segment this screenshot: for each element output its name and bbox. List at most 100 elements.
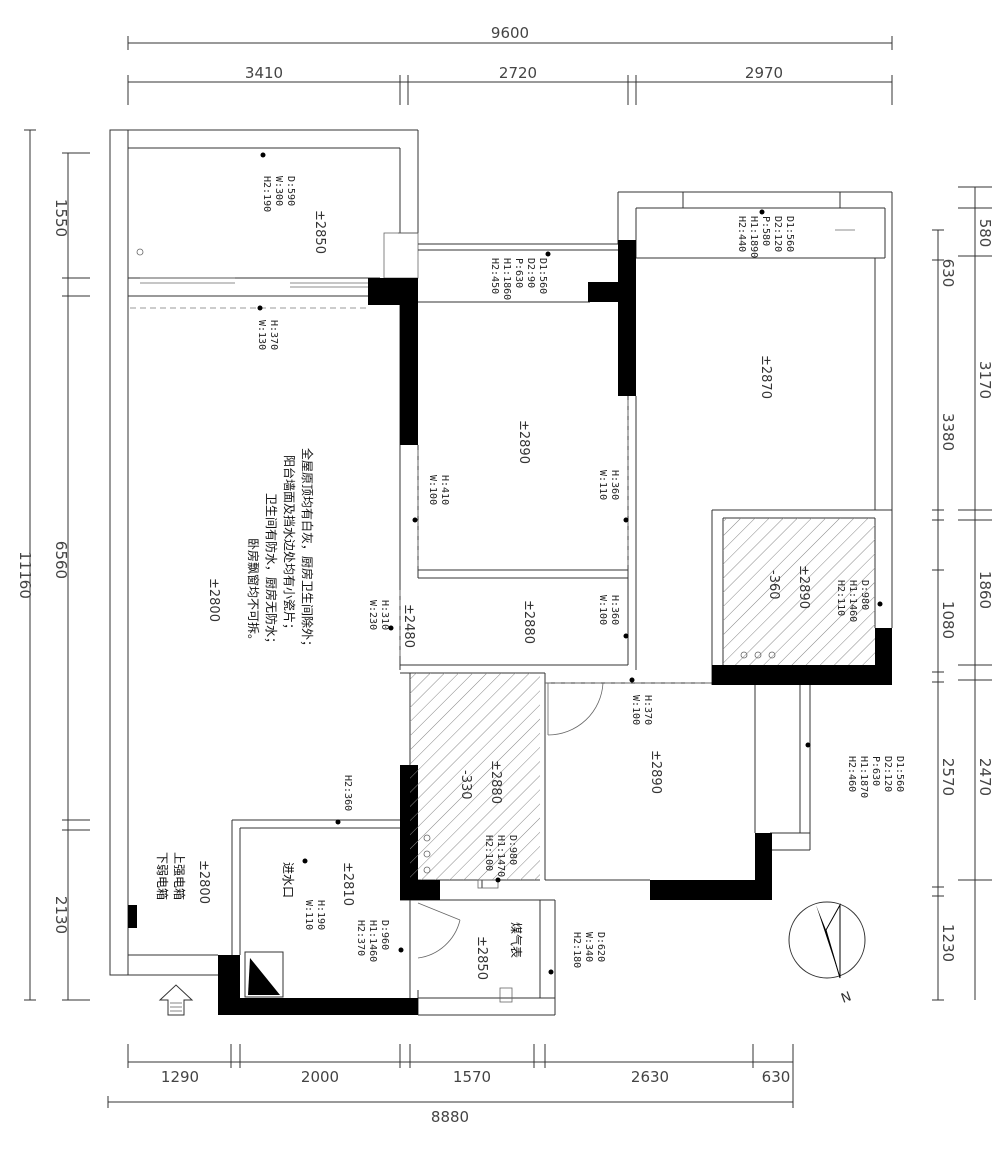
svg-text:H2:190: H2:190 (261, 176, 272, 212)
dim-bottom-2: 2000 (301, 1068, 339, 1086)
dim-right-outer-2: 3380 (939, 413, 957, 451)
svg-text:H:190: H:190 (315, 900, 326, 930)
svg-text:D:620: D:620 (595, 932, 606, 962)
note-line-3: 卫生间有防水，厨房无防水； (264, 493, 279, 649)
elev-living: ±2800 (206, 578, 221, 622)
dim-bottom-3: 1570 (453, 1068, 491, 1086)
dim-top-1: 3410 (245, 64, 283, 82)
elev-bath-center-drop: -330 (458, 770, 473, 800)
general-notes: 全屋原顶均有白灰，厨房卫生间除外； 阳台墙面及挡水边处均有小瓷片； 卫生间有防水… (246, 448, 315, 652)
dim-right-inner-4: 2470 (976, 758, 994, 796)
ann-bath-center-window: D:980 H1:1470 H2:100 (483, 835, 518, 877)
dim-right-outer-3: 1080 (939, 601, 957, 639)
svg-text:D2:90: D2:90 (525, 258, 536, 288)
note-line-4: 卧房飘窗均不可拆。 (246, 538, 261, 646)
svg-text:H1:1460: H1:1460 (847, 580, 858, 622)
elev-bedroom-center: ±2890 (516, 420, 531, 464)
bath-right-hatch (723, 518, 875, 665)
elev-entry-small: ±2850 (474, 936, 489, 980)
ann-door-left-a: H:410 W:100 (427, 475, 450, 505)
water-inlet-label: 进水口 (281, 862, 295, 898)
svg-text:H1:1870: H1:1870 (858, 756, 869, 798)
dim-right-inner-3: 1860 (976, 571, 994, 609)
svg-text:H:370: H:370 (268, 320, 279, 350)
svg-text:W:110: W:110 (597, 470, 608, 500)
dim-right-inner-2: 3170 (976, 361, 994, 399)
svg-text:W:230: W:230 (367, 600, 378, 630)
note-line-2: 阳台墙面及挡水边处均有小瓷片； (282, 455, 297, 635)
wall-outlines (109, 129, 893, 1016)
weak-box-label: 下弱电箱 (155, 852, 170, 900)
dim-left-total: 11160 (16, 551, 34, 599)
dim-bottom-total: 8880 (431, 1108, 469, 1126)
svg-text:H:310: H:310 (379, 600, 390, 630)
svg-text:W:100: W:100 (630, 695, 641, 725)
svg-text:H1:1460: H1:1460 (367, 920, 378, 962)
svg-text:D:980: D:980 (507, 835, 518, 865)
dim-left-1: 1550 (52, 199, 70, 237)
svg-text:H1:1470: H1:1470 (495, 835, 506, 877)
marker-dots (257, 152, 883, 975)
svg-text:P:630: P:630 (870, 756, 881, 786)
svg-text:W:130: W:130 (256, 320, 267, 350)
svg-text:P:580: P:580 (760, 216, 771, 246)
north-label: N (839, 989, 853, 1006)
bath-center-hatch (410, 673, 540, 880)
svg-text:H2:460: H2:460 (846, 756, 857, 792)
dim-bottom-1: 1290 (161, 1068, 199, 1086)
electric-box-label: 上强电箱 (172, 852, 187, 900)
svg-text:H2:180: H2:180 (571, 932, 582, 968)
svg-text:H2:370: H2:370 (355, 920, 366, 956)
entrance-arrow-icon (158, 984, 194, 1016)
svg-text:H2:360: H2:360 (342, 775, 353, 811)
svg-text:D1:560: D1:560 (894, 756, 905, 792)
note-line-1: 全屋原顶均有白灰，厨房卫生间除外； (300, 448, 315, 652)
ann-window-center-top: D1:560 D2:90 P:630 H1:1860 H2:450 (489, 258, 548, 300)
ann-kitchen-window: D:960 H1:1460 H2:370 (355, 920, 390, 962)
svg-text:W:300: W:300 (273, 176, 284, 206)
svg-text:H:360: H:360 (609, 470, 620, 500)
opening-annotations: D:590 W:300 H2:190 H:370 W:130 D1:560 D2… (256, 176, 905, 968)
ann-door-center-a: H:360 W:110 (597, 470, 620, 500)
elev-bath-center: ±2880 (488, 760, 503, 804)
svg-text:H:360: H:360 (609, 595, 620, 625)
svg-text:W:100: W:100 (427, 475, 438, 505)
elev-bedroom-lower: ±2890 (648, 750, 663, 794)
elev-hall-a: ±2480 (401, 604, 416, 648)
svg-text:H:410: H:410 (439, 475, 450, 505)
svg-text:D1:560: D1:560 (784, 216, 795, 252)
ann-door-center-b: H:360 W:100 (597, 595, 620, 625)
dim-top-2: 2720 (499, 64, 537, 82)
dim-left-2: 6560 (52, 541, 70, 579)
svg-text:D:960: D:960 (379, 920, 390, 950)
svg-text:D:980: D:980 (859, 580, 870, 610)
ann-kitchen-top: H2:360 (342, 775, 353, 811)
ann-balcony-window: D:590 W:300 H2:190 (261, 176, 296, 212)
dim-top-3: 2970 (745, 64, 783, 82)
ann-window-right-top: D1:560 D2:120 P:580 H1:1890 H2:440 (736, 216, 795, 258)
elev-kitchen: ±2810 (340, 862, 355, 906)
elev-bath-right-drop: -360 (766, 570, 781, 600)
fixtures (128, 248, 776, 1003)
dim-right-inner-1: 580 (976, 219, 994, 248)
ann-balcony-door: H:370 W:130 (256, 320, 279, 350)
north-arrow: N (788, 901, 866, 1007)
svg-text:H1:1890: H1:1890 (748, 216, 759, 258)
svg-text:H2:110: H2:110 (835, 580, 846, 616)
ann-bath-window: D:980 H1:1460 H2:110 (835, 580, 870, 622)
ann-door-lower: H:370 W:100 (630, 695, 653, 725)
svg-text:H:370: H:370 (642, 695, 653, 725)
dim-bottom-4: 2630 (631, 1068, 669, 1086)
svg-text:D2:120: D2:120 (882, 756, 893, 792)
svg-text:D:590: D:590 (285, 176, 296, 206)
svg-text:W:100: W:100 (597, 595, 608, 625)
elev-entrance: ±2800 (196, 860, 211, 904)
elev-hall-b: ±2880 (521, 600, 536, 644)
ann-door-left-b: H:310 W:230 (367, 600, 390, 630)
dim-right-outer-4: 2570 (939, 758, 957, 796)
svg-text:H2:450: H2:450 (489, 258, 500, 294)
dim-right-outer-1: 630 (939, 259, 957, 288)
dim-left-3: 2130 (52, 896, 70, 934)
svg-text:H1:1860: H1:1860 (501, 258, 512, 300)
